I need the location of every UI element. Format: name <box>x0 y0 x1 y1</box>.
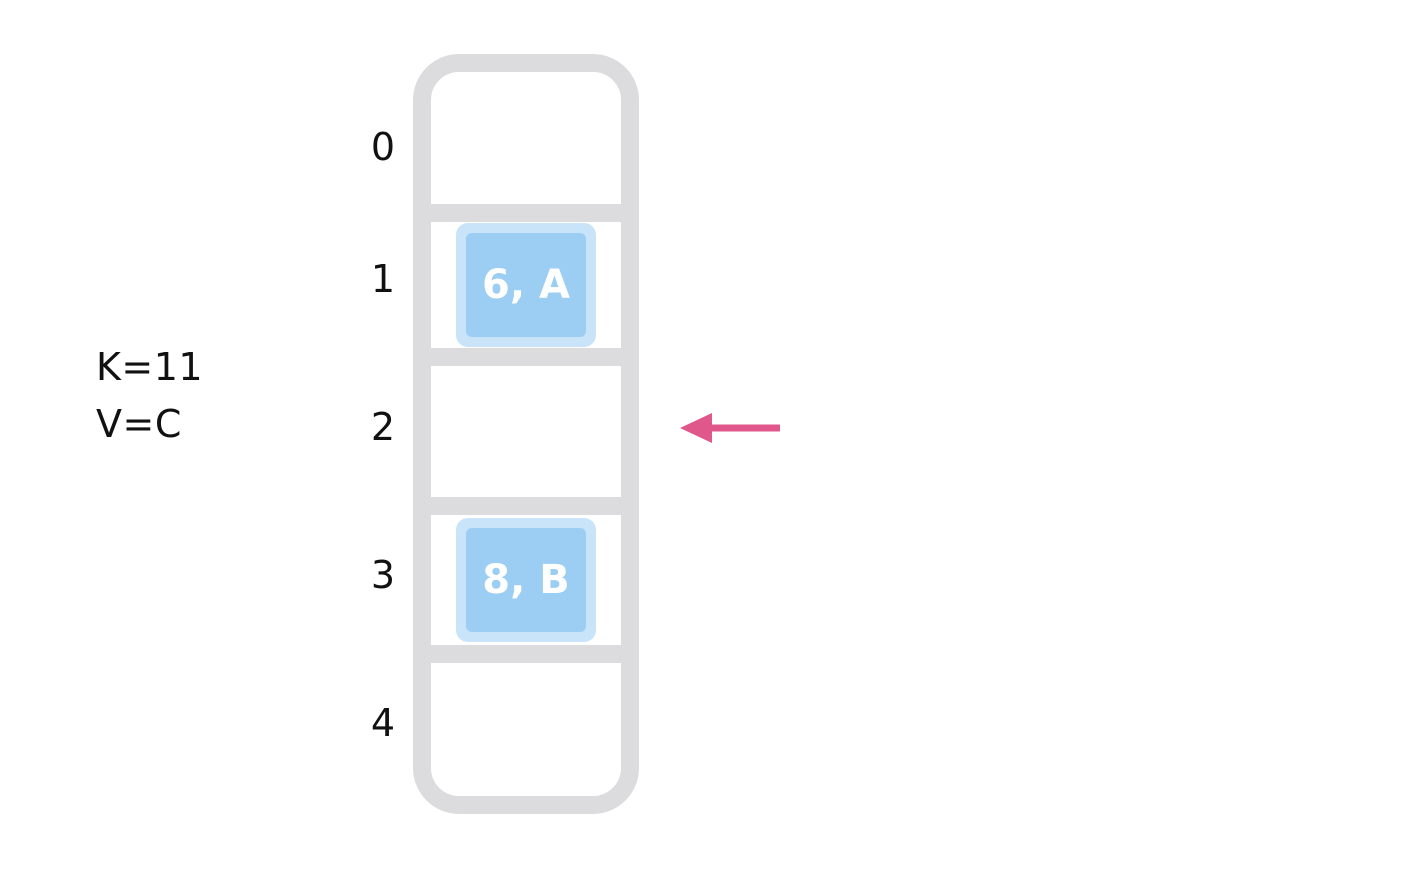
slot-index-4: 4 <box>370 701 395 745</box>
hash-table <box>413 54 639 814</box>
operation-key-label: K=11 <box>96 345 204 389</box>
slot-divider <box>413 348 639 366</box>
table-entry-label: 6, A <box>466 233 586 337</box>
slot-index-0: 0 <box>370 125 395 169</box>
table-entry-slot-3: 8, B <box>456 518 596 642</box>
slot-index-3: 3 <box>370 553 395 597</box>
slot-divider <box>413 497 639 515</box>
slot-divider <box>413 204 639 222</box>
operation-value-label: V=C <box>96 402 182 446</box>
slot-index-2: 2 <box>370 405 395 449</box>
table-entry-label: 8, B <box>466 528 586 632</box>
slot-divider <box>413 645 639 663</box>
slot-index-1: 1 <box>370 257 395 301</box>
table-entry-slot-1: 6, A <box>456 223 596 347</box>
pointer-arrow-icon <box>680 413 780 443</box>
